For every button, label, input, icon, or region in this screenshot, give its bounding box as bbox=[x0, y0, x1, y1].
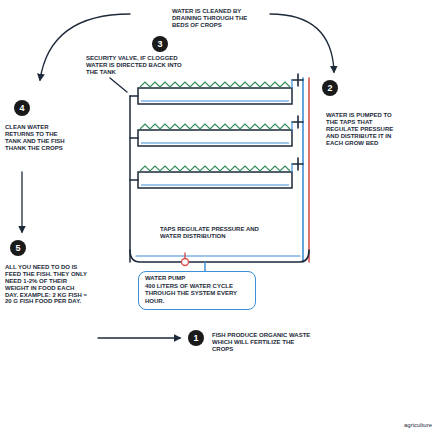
watermark: agriculture bbox=[392, 422, 432, 429]
pump-pointer bbox=[204, 262, 206, 271]
grow-beds bbox=[138, 82, 292, 188]
callout-number: 1 bbox=[193, 333, 198, 343]
cycle-arrow bbox=[40, 14, 130, 80]
step-number: 2 bbox=[322, 80, 338, 96]
tap-note: TAPS REGULATE PRESSURE AND WATER DISTRIB… bbox=[160, 226, 264, 240]
step-number: 4 bbox=[14, 100, 30, 116]
cycle-arrow bbox=[98, 337, 180, 338]
crop-row bbox=[140, 166, 290, 171]
step-number: 3 bbox=[152, 36, 168, 52]
grow-bed bbox=[138, 172, 292, 188]
box-body: 400 LITERS OF WATER CYCLE THROUGH THE SY… bbox=[145, 283, 249, 305]
step-note: ALL YOU NEED TO DO IS FEED THE FISH. THE… bbox=[5, 264, 89, 305]
crop-row bbox=[140, 124, 290, 129]
cycle-arrow bbox=[21, 172, 22, 232]
valve-symbol bbox=[182, 259, 189, 266]
fish-tank bbox=[130, 250, 309, 262]
bed-water bbox=[141, 100, 289, 101]
crop-row bbox=[140, 82, 290, 87]
step-note: WATER IS CLEANED BY DRAINING THROUGH THE… bbox=[172, 8, 264, 29]
tap-outlet bbox=[291, 80, 292, 172]
callout-number: 5 bbox=[15, 243, 20, 253]
valve-symbol bbox=[184, 253, 185, 259]
supply-pipe bbox=[308, 78, 310, 262]
step-note: WATER IS PUMPED TO THE TAPS THAT REGULAT… bbox=[326, 112, 398, 146]
cycle-arrow bbox=[270, 14, 334, 72]
callout-number: 4 bbox=[19, 103, 24, 113]
box-heading: WATER PUMP bbox=[145, 275, 249, 282]
pump-callout: WATER PUMP400 LITERS OF WATER CYCLE THRO… bbox=[138, 271, 256, 310]
bed-water bbox=[141, 184, 289, 185]
bed-water bbox=[141, 142, 289, 143]
supply-pipe bbox=[302, 78, 304, 262]
tank-water bbox=[136, 255, 300, 256]
step-note: CLEAN WATER RETURNS TO THE TANK AND THE … bbox=[5, 124, 69, 152]
tap-symbol bbox=[292, 74, 303, 170]
step-number: 1 bbox=[188, 330, 204, 346]
leader-line bbox=[110, 78, 127, 92]
grow-bed bbox=[138, 130, 292, 146]
callout-number: 2 bbox=[327, 83, 332, 93]
callout-number: 3 bbox=[157, 39, 162, 49]
return-pipe bbox=[129, 96, 131, 262]
valve-note: SECURITY VALVE, IF CLOGGED WATER IS DIRE… bbox=[86, 55, 186, 76]
step-number: 5 bbox=[10, 240, 26, 256]
drain-outlet bbox=[130, 96, 138, 180]
step-note: FISH PRODUCE ORGANIC WASTE WHICH WILL FE… bbox=[212, 332, 316, 353]
grow-bed bbox=[138, 88, 292, 104]
